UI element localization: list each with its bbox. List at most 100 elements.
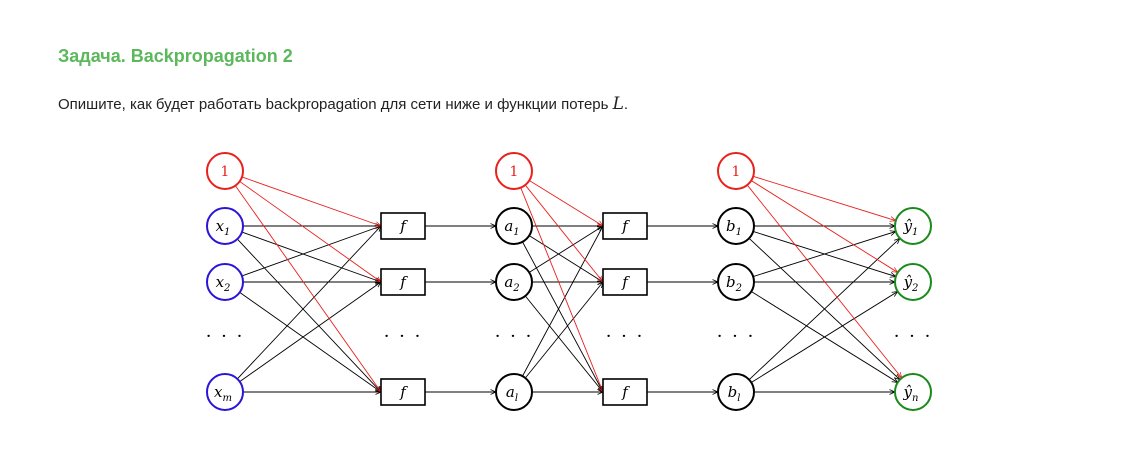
bias-node-1: 1 bbox=[206, 152, 244, 190]
hidden-a-node-2: a2 bbox=[495, 263, 533, 301]
edge-x1-f1-3 bbox=[236, 238, 381, 392]
hidden-a-node-1-circle bbox=[495, 207, 533, 245]
bias-node-2: 1 bbox=[495, 152, 533, 190]
edge-x2-f1-1 bbox=[241, 226, 381, 277]
hidden-a-node-1-label: a1 bbox=[504, 217, 519, 238]
edge-bias3-y2 bbox=[751, 180, 898, 273]
edge-a1-f2-3 bbox=[522, 241, 603, 392]
hidden-b-node-3: bl bbox=[717, 373, 755, 411]
edge-bias3-y3 bbox=[746, 184, 901, 378]
f-box-layer2-3: f bbox=[602, 378, 648, 406]
input-node-1: x1 bbox=[206, 207, 244, 245]
edge-bias1-f1-1 bbox=[241, 176, 381, 226]
f-box-layer1-3-rect bbox=[380, 378, 426, 406]
output-node-3-label: ŷn bbox=[903, 383, 919, 404]
ellipsis-f1: · · · bbox=[384, 326, 423, 347]
edge-a1-f2-2 bbox=[528, 235, 603, 282]
question-text: Опишите, как будет работать backpropagat… bbox=[58, 96, 609, 113]
bias-node-3-circle bbox=[717, 152, 755, 190]
loss-symbol: L bbox=[612, 94, 624, 114]
edge-bias2-f2-1 bbox=[529, 180, 603, 226]
f-box-layer2-3-label: f bbox=[621, 383, 630, 401]
edge-x1-f1-2 bbox=[241, 231, 381, 282]
ellipsis-outputs: · · · bbox=[894, 326, 933, 347]
output-node-2: ŷ2 bbox=[894, 263, 932, 301]
ellipsis-b: · · · bbox=[717, 326, 756, 347]
bias-node-3: 1 bbox=[717, 152, 755, 190]
bias-node-1-label: 1 bbox=[221, 164, 230, 180]
hidden-b-node-2-label: b2 bbox=[726, 273, 742, 294]
edge-bias2-f2-3 bbox=[520, 187, 603, 392]
f-box-layer1-1: f bbox=[380, 212, 426, 240]
hidden-b-node-1: b1 bbox=[717, 207, 755, 245]
edge-bias2-f2-2 bbox=[524, 184, 603, 282]
output-node-1-label: ŷ1 bbox=[903, 217, 919, 238]
hidden-b-node-3-circle bbox=[717, 373, 755, 411]
output-node-3: ŷn bbox=[894, 373, 932, 411]
f-box-layer2-3-rect bbox=[602, 378, 648, 406]
f-box-layer1-2-rect bbox=[380, 268, 426, 296]
f-box-layer2-2-rect bbox=[602, 268, 648, 296]
output-node-2-circle bbox=[894, 263, 932, 301]
f-box-layer1-1-rect bbox=[380, 212, 426, 240]
edge-b3-y1 bbox=[748, 238, 900, 381]
edge-a2-f2-1 bbox=[528, 226, 603, 273]
edge-x2-f1-3 bbox=[239, 292, 381, 392]
f-box-layer1-2-label: f bbox=[399, 273, 408, 291]
output-node-2-label: ŷ2 bbox=[903, 273, 919, 294]
input-node-3: xm bbox=[206, 373, 244, 411]
edge-bias1-f1-2 bbox=[239, 181, 381, 282]
edge-bias3-y1 bbox=[753, 175, 896, 220]
hidden-a-node-3-label: al bbox=[506, 383, 518, 404]
f-box-layer2-2: f bbox=[602, 268, 648, 296]
edge-b2-y1 bbox=[753, 231, 896, 277]
hidden-b-node-2: b2 bbox=[717, 263, 755, 301]
edge-a3-f2-1 bbox=[522, 226, 603, 377]
bias-node-3-label: 1 bbox=[732, 164, 741, 180]
hidden-a-node-3-circle bbox=[495, 373, 533, 411]
edge-bias1-f1-3 bbox=[235, 185, 381, 392]
edge-x3-f1-2 bbox=[239, 282, 381, 382]
hidden-b-node-1-label: b1 bbox=[726, 217, 742, 238]
hidden-a-node-3: al bbox=[495, 373, 533, 411]
f-box-layer2-1: f bbox=[602, 212, 648, 240]
edge-b3-y2 bbox=[751, 292, 897, 383]
input-node-3-circle bbox=[206, 373, 244, 411]
bias-node-2-circle bbox=[495, 152, 533, 190]
hidden-a-node-2-label: a2 bbox=[504, 273, 519, 294]
input-node-2-label: x2 bbox=[216, 273, 231, 294]
output-node-1: ŷ1 bbox=[894, 207, 932, 245]
edge-x3-f1-1 bbox=[236, 226, 381, 380]
f-box-layer1-3: f bbox=[380, 378, 426, 406]
hidden-b-node-3-label: bl bbox=[728, 383, 741, 404]
ellipsis-inputs: · · · bbox=[206, 326, 245, 347]
f-box-layer2-1-label: f bbox=[621, 217, 630, 235]
input-node-3-label: xm bbox=[214, 383, 232, 404]
bias-node-2-label: 1 bbox=[510, 164, 519, 180]
hidden-a-node-1: a1 bbox=[495, 207, 533, 245]
question-end: . bbox=[623, 96, 629, 113]
f-box-layer2-2-label: f bbox=[621, 273, 630, 291]
input-node-2: x2 bbox=[206, 263, 244, 301]
edge-a2-f2-3 bbox=[524, 295, 603, 392]
ellipsis-f2: · · · bbox=[606, 326, 645, 347]
hidden-a-node-2-circle bbox=[495, 263, 533, 301]
f-box-layer1-1-label: f bbox=[399, 217, 408, 235]
ellipsis-a: · · · bbox=[495, 326, 534, 347]
nodes-layer: 1 1 1 x1 x2 xm f f f a1 a2 al f f f b1 b2 bl ŷ1 ŷ2 ŷn · · · · … bbox=[206, 152, 933, 411]
input-node-1-circle bbox=[206, 207, 244, 245]
task-question: Опишите, как будет работать backpropagat… bbox=[58, 94, 628, 114]
hidden-b-node-2-circle bbox=[717, 263, 755, 301]
input-node-1-label: x1 bbox=[216, 217, 231, 238]
f-box-layer2-1-rect bbox=[602, 212, 648, 240]
hidden-b-node-1-circle bbox=[717, 207, 755, 245]
input-node-2-circle bbox=[206, 263, 244, 301]
f-box-layer1-2: f bbox=[380, 268, 426, 296]
edge-a3-f2-2 bbox=[524, 282, 603, 379]
edges-layer bbox=[235, 175, 901, 392]
output-node-3-circle bbox=[894, 373, 932, 411]
bias-node-1-circle bbox=[206, 152, 244, 190]
f-box-layer1-3-label: f bbox=[399, 383, 408, 401]
output-node-1-circle bbox=[894, 207, 932, 245]
